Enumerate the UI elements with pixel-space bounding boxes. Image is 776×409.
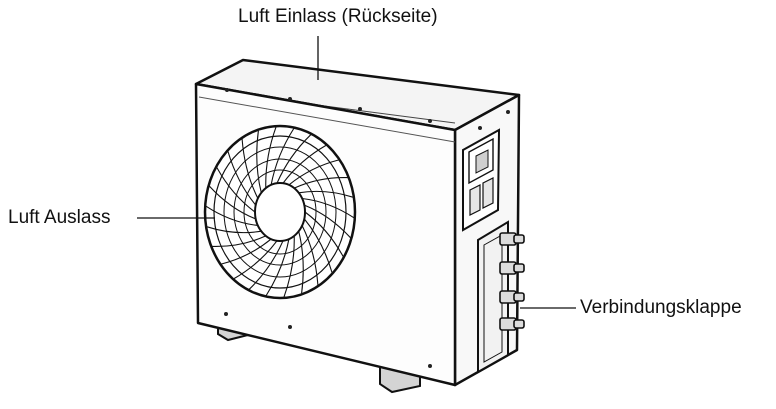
grille-spoke	[205, 205, 258, 227]
label-air-outlet: Luft Auslass	[8, 207, 111, 228]
grille-spoke	[304, 204, 351, 239]
grille-spoke	[276, 134, 312, 184]
grille-spoke	[212, 235, 267, 247]
grille-spoke	[209, 185, 256, 220]
grille-spoke	[298, 190, 354, 198]
grille-spoke	[265, 238, 290, 296]
leader-lines	[137, 36, 576, 309]
screws	[224, 88, 510, 368]
grille-spoke	[270, 128, 295, 186]
grille-spoke	[301, 225, 319, 286]
grille-spoke	[265, 126, 277, 189]
grille-spoke	[216, 167, 256, 213]
grille-spoke	[304, 211, 344, 257]
electrical-cover	[462, 128, 501, 232]
grille-spoke	[256, 130, 262, 193]
grille-spoke	[282, 144, 327, 184]
grille-spoke	[233, 240, 278, 280]
grille-spoke	[227, 151, 257, 206]
grille-spoke	[221, 238, 272, 265]
connection-cover-valves	[477, 220, 525, 374]
label-air-inlet: Luft Einlass (Rückseite)	[238, 6, 438, 27]
grille-spokes	[205, 126, 355, 298]
grille-spoke	[303, 218, 333, 273]
fan-hub	[254, 182, 306, 242]
grille-spoke	[206, 226, 262, 234]
grille-spoke	[288, 159, 339, 186]
front-top-rim	[198, 96, 456, 143]
grille-spoke	[248, 240, 284, 290]
fan-grille	[203, 124, 357, 300]
grille-spoke	[283, 235, 295, 298]
grille-spoke	[302, 197, 355, 219]
grille-spoke	[241, 138, 259, 199]
grille-spoke	[293, 177, 348, 189]
grille-spoke	[298, 231, 304, 294]
label-connection-cover: Verbindungsklappe	[580, 297, 742, 318]
